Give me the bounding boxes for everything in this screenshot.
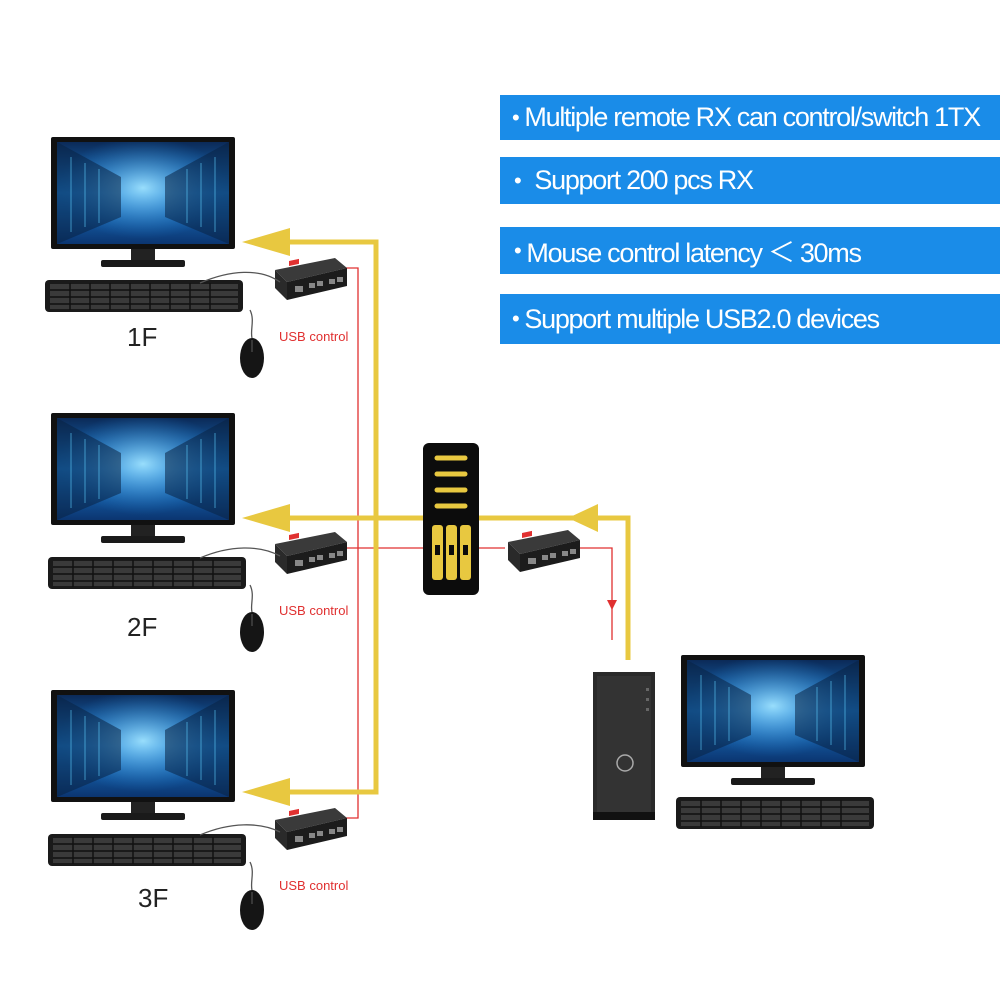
- rx-extender-icon: [275, 808, 347, 850]
- bullet-icon: •: [514, 167, 522, 193]
- tx-extender-icon: [508, 530, 580, 572]
- usb-control-label-1f: USB control: [279, 329, 349, 344]
- feature-banner-1: • Multiple remote RX can control/switch …: [500, 95, 1000, 140]
- workstation-1f: [44, 136, 347, 379]
- usb-arrow-down-icon: [607, 600, 617, 610]
- feature-banner-2: • Support 200 pcs RX: [500, 157, 1000, 204]
- feature-text: Mouse control latency ＜ 30ms: [526, 238, 862, 268]
- keyboard-icon: [675, 796, 875, 830]
- network-lines: [265, 239, 631, 795]
- rx-extender-icon: [275, 258, 347, 300]
- monitor-icon: [680, 654, 866, 786]
- mouse-icon: [239, 337, 265, 379]
- floor-label-2f: 2F: [127, 612, 158, 642]
- bullet-icon: •: [514, 237, 522, 263]
- feature-text: Support multiple USB2.0 devices: [524, 303, 880, 334]
- network-switch-icon: [423, 443, 479, 595]
- mouse-icon: [239, 611, 265, 653]
- feature-text: Multiple remote RX can control/switch 1T…: [524, 102, 981, 132]
- feature-banner-4: • Support multiple USB2.0 devices: [500, 294, 1000, 344]
- bullet-icon: •: [512, 104, 520, 130]
- feature-banner-3: • Mouse control latency ＜ 30ms: [500, 227, 1000, 274]
- floor-label-1f: 1F: [127, 322, 158, 352]
- usb-control-label-3f: USB control: [279, 878, 349, 893]
- bullet-icon: •: [512, 306, 520, 331]
- monitor-icon: [50, 689, 236, 821]
- keyboard-icon: [44, 279, 244, 313]
- workstation-2f: [47, 412, 347, 653]
- network-arrow-icons: [242, 228, 598, 806]
- workstation-3f: [47, 689, 347, 931]
- keyboard-icon: [47, 556, 247, 590]
- usb-control-label-2f: USB control: [279, 603, 349, 618]
- feature-text: Support 200 pcs RX: [534, 165, 754, 195]
- monitor-icon: [50, 412, 236, 544]
- mouse-icon: [239, 889, 265, 931]
- monitor-icon: [50, 136, 236, 268]
- rx-extender-icon: [275, 532, 347, 574]
- floor-label-3f: 3F: [138, 883, 169, 913]
- source-pc: [593, 654, 875, 830]
- keyboard-icon: [47, 833, 247, 867]
- tower-icon: [593, 672, 655, 820]
